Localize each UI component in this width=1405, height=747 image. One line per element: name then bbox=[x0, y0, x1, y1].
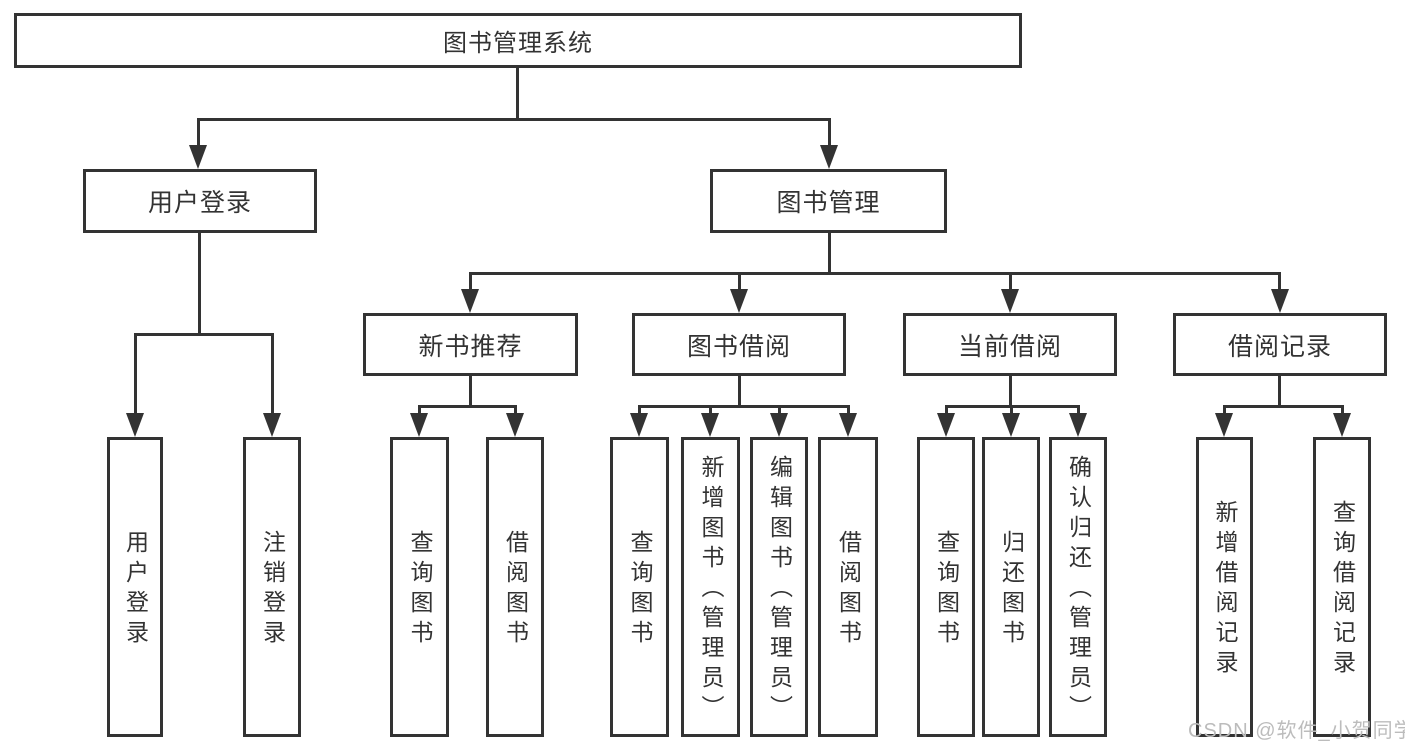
node-current-borrowing: 当前借阅 bbox=[903, 313, 1117, 376]
edge-book-mgmt-stem bbox=[828, 118, 831, 148]
arrow-down-icon bbox=[701, 413, 719, 437]
leaf-logout: 注销登录 bbox=[243, 437, 301, 737]
edge-user-login-stem bbox=[197, 118, 200, 148]
node-book-borrowing: 图书借阅 bbox=[632, 313, 846, 376]
edge-current-borrow-down bbox=[1009, 376, 1012, 407]
edge-leaf-stem bbox=[709, 405, 712, 415]
edge-leaf-stem bbox=[1341, 405, 1344, 415]
node-user-login: 用户登录 bbox=[83, 169, 317, 233]
arrow-down-icon bbox=[1271, 289, 1289, 313]
edge-book-borrow-branch bbox=[638, 405, 850, 408]
edge-book-borrow-down bbox=[738, 376, 741, 407]
arrow-down-icon bbox=[1333, 413, 1351, 437]
edge-leaf-stem bbox=[1010, 405, 1013, 415]
edge-leaf-stem bbox=[1223, 405, 1226, 415]
leaf-borrow-books: 借阅图书 bbox=[486, 437, 544, 737]
edge-root-stem bbox=[516, 68, 519, 119]
leaf-add-borrow-record: 新增借阅记录 bbox=[1196, 437, 1253, 737]
leaf-return-books: 归还图书 bbox=[982, 437, 1040, 737]
edge-book-mgmt-down bbox=[828, 233, 831, 274]
arrow-down-icon bbox=[1002, 413, 1020, 437]
node-borrowing-records: 借阅记录 bbox=[1173, 313, 1387, 376]
edge-borrow-record-branch bbox=[1223, 405, 1344, 408]
csdn-watermark: CSDN @软件_小贺同学 bbox=[1188, 720, 1405, 742]
edge-root-branch bbox=[197, 118, 831, 121]
arrow-down-icon bbox=[1069, 413, 1087, 437]
arrow-down-icon bbox=[937, 413, 955, 437]
node-new-book-recommend: 新书推荐 bbox=[363, 313, 578, 376]
arrow-down-icon bbox=[1215, 413, 1233, 437]
arrow-down-icon bbox=[189, 145, 207, 169]
node-book-management: 图书管理 bbox=[710, 169, 947, 233]
edge-leaf-stem bbox=[778, 405, 781, 415]
edge-user-login-down bbox=[198, 233, 201, 335]
edge-leaf-stem bbox=[418, 405, 421, 415]
edge-leaf-stem bbox=[271, 333, 274, 415]
arrow-down-icon bbox=[730, 289, 748, 313]
edge-user-login-branch bbox=[134, 333, 274, 336]
arrow-down-icon bbox=[839, 413, 857, 437]
arrow-down-icon bbox=[1001, 289, 1019, 313]
edge-borrow-record-down bbox=[1278, 376, 1281, 407]
edge-leaf-stem bbox=[847, 405, 850, 415]
leaf-add-books-admin: 新增图书（管理员） bbox=[681, 437, 740, 737]
arrow-down-icon bbox=[506, 413, 524, 437]
edge-leaf-stem bbox=[514, 405, 517, 415]
leaf-query-books: 查询图书 bbox=[917, 437, 975, 737]
node-library-system: 图书管理系统 bbox=[14, 13, 1022, 68]
arrow-down-icon bbox=[263, 413, 281, 437]
arrow-down-icon bbox=[126, 413, 144, 437]
leaf-borrow-books: 借阅图书 bbox=[818, 437, 878, 737]
leaf-edit-books-admin: 编辑图书（管理员） bbox=[750, 437, 808, 737]
leaf-user-login: 用户登录 bbox=[107, 437, 163, 737]
edge-leaf-stem bbox=[1077, 405, 1080, 415]
edge-leaf-stem bbox=[638, 405, 641, 415]
arrow-down-icon bbox=[630, 413, 648, 437]
arrow-down-icon bbox=[461, 289, 479, 313]
arrow-down-icon bbox=[410, 413, 428, 437]
arrow-down-icon bbox=[770, 413, 788, 437]
edge-leaf-stem bbox=[134, 333, 137, 415]
edge-new-book-branch bbox=[418, 405, 517, 408]
leaf-query-books: 查询图书 bbox=[610, 437, 669, 737]
edge-book-borrow-stem bbox=[738, 272, 741, 291]
edge-new-book-stem bbox=[469, 272, 472, 291]
edge-book-mgmt-branch bbox=[469, 272, 1281, 275]
edge-current-borrow-stem bbox=[1009, 272, 1012, 291]
leaf-confirm-return-admin: 确认归还（管理员） bbox=[1049, 437, 1107, 737]
leaf-query-borrow-record: 查询借阅记录 bbox=[1313, 437, 1371, 737]
edge-borrow-record-stem bbox=[1278, 272, 1281, 291]
edge-new-book-down bbox=[469, 376, 472, 407]
leaf-query-books: 查询图书 bbox=[390, 437, 449, 737]
edge-leaf-stem bbox=[945, 405, 948, 415]
arrow-down-icon bbox=[820, 145, 838, 169]
